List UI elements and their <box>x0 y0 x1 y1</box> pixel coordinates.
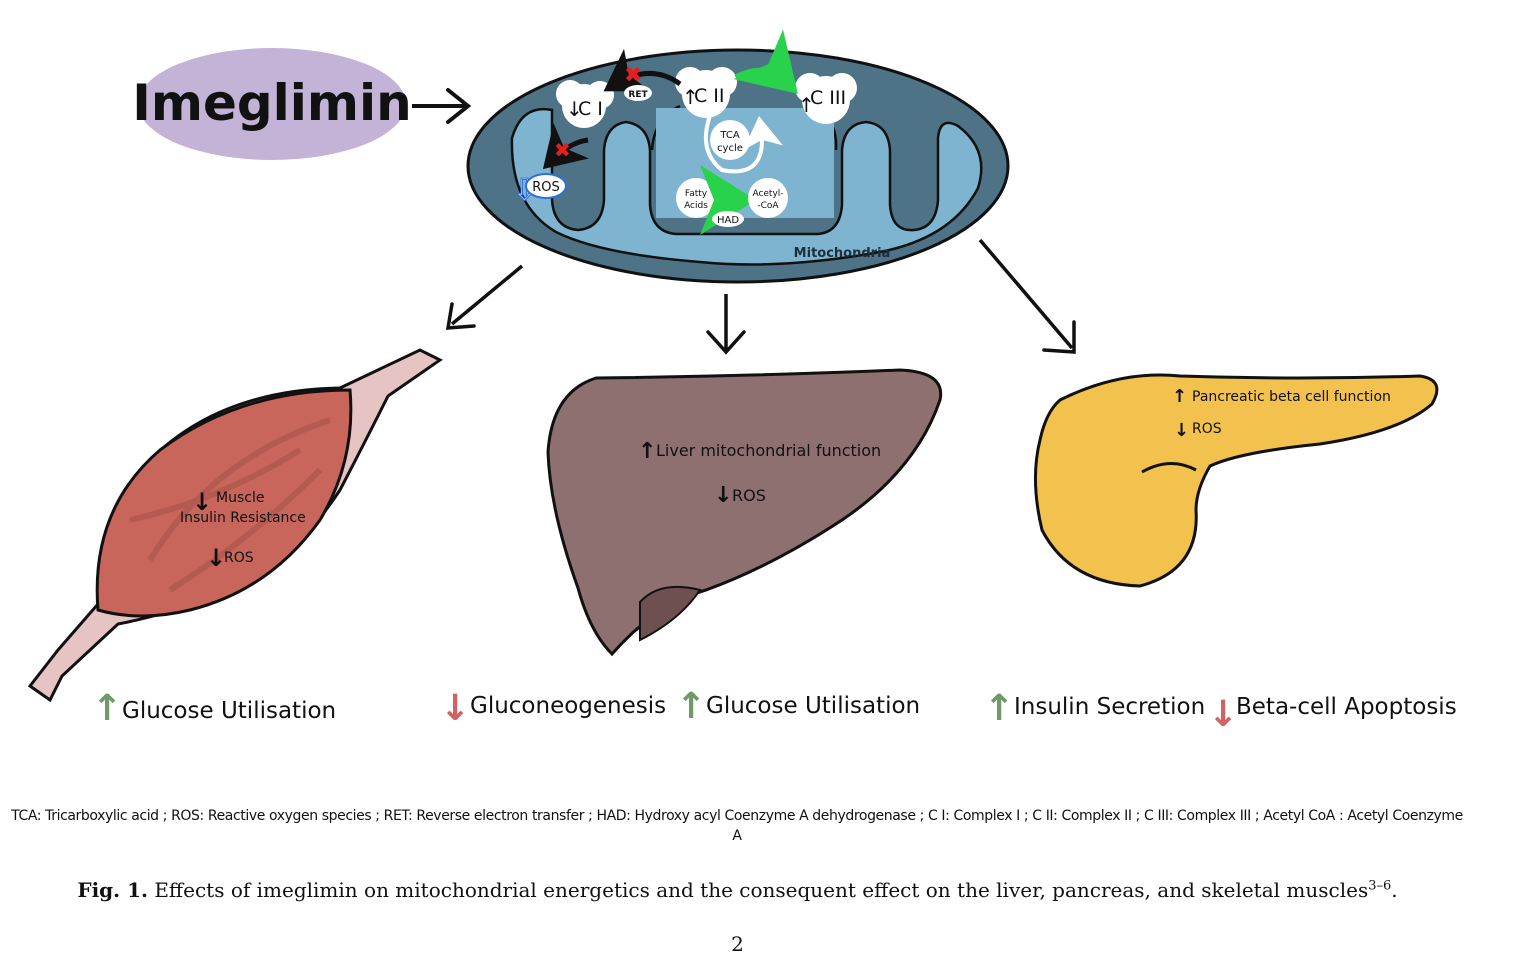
down-arrow-icon: ↓ <box>1208 694 1238 735</box>
muscle-ros-arrow-icon: ↓ <box>206 544 226 572</box>
pancreas-up-arrow-icon: ↑ <box>1172 386 1187 407</box>
liver-function: Liver mitochondrial function <box>656 441 881 460</box>
beta-oxidation: Fatty Acids Acetyl- -CoA HAD <box>676 165 788 235</box>
fatty-acids-line2: Acids <box>684 201 708 211</box>
up-arrow-icon: ↑ <box>676 686 706 727</box>
caption-end: . <box>1391 878 1398 902</box>
muscle-line1: Muscle <box>216 490 264 506</box>
complex-2-arrow-icon: ↑ <box>682 85 699 109</box>
pancreas-ros-arrow-icon: ↓ <box>1174 420 1189 441</box>
muscle-down-arrow-icon: ↓ <box>192 488 212 516</box>
liver-glucose-utilisation: Glucose Utilisation <box>706 693 920 719</box>
pancreas-function: Pancreatic beta cell function <box>1192 389 1391 405</box>
blocked-x-icon: ✖ <box>554 138 571 162</box>
muscle-line2: Insulin Resistance <box>180 510 306 526</box>
muscle-glucose-utilisation: Glucose Utilisation <box>122 698 336 724</box>
mitochondria: Mitochondria <box>466 48 1010 284</box>
caption-label: Fig. 1. <box>77 878 148 902</box>
complex-2-label: C II <box>694 85 725 107</box>
fatty-acids-line1: Fatty <box>685 189 708 199</box>
liver-ros: ROS <box>732 486 766 505</box>
liver-gluconeogenesis: Gluconeogenesis <box>470 693 666 719</box>
abbreviations-legend: TCA: Tricarboxylic acid ; ROS: Reactive … <box>11 808 1463 844</box>
outcome-pancreas: ↑ Insulin Secretion ↓ Beta-cell Apoptosi… <box>984 688 1457 735</box>
ret-label: RET <box>628 90 648 100</box>
caption-refs: 3–6 <box>1368 878 1392 894</box>
outcome-muscle: ↑ Glucose Utilisation <box>92 688 336 729</box>
page-number: 2 <box>731 932 744 956</box>
down-arrow-icon: ↓ <box>440 688 470 729</box>
figure-caption: Fig. 1. Effects of imeglimin on mitochon… <box>0 878 1475 902</box>
liver-ros-arrow-icon: ↓ <box>714 483 732 508</box>
outcome-liver: ↓ Gluconeogenesis ↑ Glucose Utilisation <box>440 686 920 729</box>
liver-up-arrow-icon: ↑ <box>638 439 656 464</box>
complex-1: ↓ C I <box>556 80 614 128</box>
complex-3-label: C III <box>810 87 846 109</box>
mitochondria-label: Mitochondria <box>794 246 891 261</box>
pancreas-beta-cell-apoptosis: Beta-cell Apoptosis <box>1236 694 1457 720</box>
muscle-ros: ROS <box>224 550 254 566</box>
up-arrow-icon: ↑ <box>92 688 122 729</box>
complex-1-label: C I <box>578 98 603 120</box>
arrows-to-organs <box>445 238 1076 355</box>
blocked-x-icon: ✖ <box>624 63 642 88</box>
caption-text: Effects of imeglimin on mitochondrial en… <box>154 878 1369 902</box>
muscle: ↓ Muscle Insulin Resistance ↓ ROS <box>27 348 443 703</box>
arrow-imeglimin-to-mitochondria <box>412 88 472 124</box>
pancreas-ros: ROS <box>1192 421 1222 437</box>
tca-label-line1: TCA <box>719 130 740 141</box>
ret-flow: ✖ RET <box>603 48 682 101</box>
acetyl-coa-line2: -CoA <box>757 201 779 211</box>
up-arrow-icon: ↑ <box>984 688 1014 729</box>
flow-complex2-to-complex3 <box>733 29 798 94</box>
imeglimin-node: Imeglimin <box>132 48 412 160</box>
ros-label: ROS <box>532 180 560 195</box>
had-label: HAD <box>717 215 739 226</box>
complex-3: ↑ C III <box>795 73 857 124</box>
tca-cycle: TCA cycle <box>704 109 783 174</box>
complex-3-arrow-icon: ↑ <box>798 93 815 117</box>
liver: ↑ Liver mitochondrial function ↓ ROS <box>546 368 943 657</box>
ros-flow: ✖ ⇩ ROS <box>512 123 589 209</box>
complex-2: ↑ C II <box>675 67 737 118</box>
pancreas: ↑ Pancreatic beta cell function ↓ ROS <box>1034 373 1439 588</box>
tca-label-line2: cycle <box>717 143 743 154</box>
imeglimin-label: Imeglimin <box>132 74 412 132</box>
pancreas-insulin-secretion: Insulin Secretion <box>1014 694 1205 720</box>
complex-1-arrow-icon: ↓ <box>566 97 583 121</box>
acetyl-coa-line1: Acetyl- <box>752 189 783 199</box>
